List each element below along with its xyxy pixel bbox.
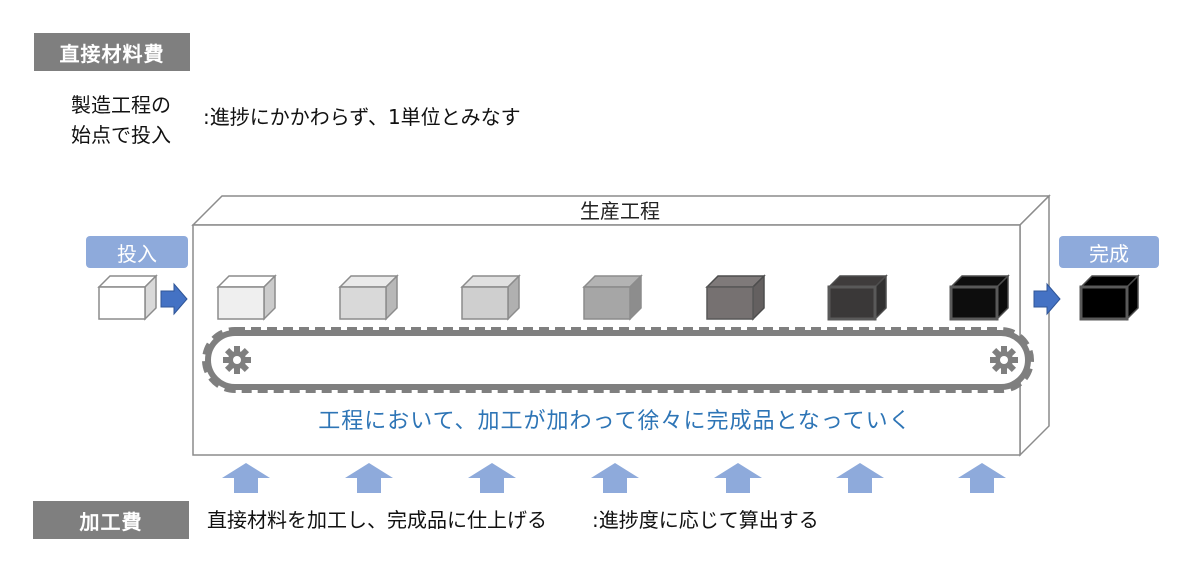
input-right-arrow-icon <box>160 282 188 316</box>
conversion-up-arrow-icon-7 <box>958 463 1006 493</box>
product-cube-stage-7 <box>827 274 888 321</box>
output-right-arrow-icon <box>1033 282 1061 316</box>
product-cube-stage-1 <box>97 274 158 321</box>
process-title: 生産工程 <box>580 199 660 223</box>
conversion-up-arrow-icon-4 <box>591 463 639 493</box>
product-cube-stage-2 <box>216 274 277 321</box>
product-cube-stage-3 <box>338 274 399 321</box>
conversion-cost-note: :進捗度に応じて算出する <box>592 508 819 532</box>
direct-material-timing-line2: 始点で投入 <box>71 123 171 147</box>
left-gear-icon <box>223 346 251 374</box>
conversion-up-arrow-icon-6 <box>836 463 884 493</box>
conversion-cost-description: 直接材料を加工し、完成品に仕上げる <box>207 508 547 532</box>
direct-material-timing-line1: 製造工程の <box>71 93 171 117</box>
conversion-up-arrow-icon-5 <box>714 463 762 493</box>
product-cube-stage-9 <box>1079 274 1140 321</box>
product-cube-stage-8 <box>949 274 1010 321</box>
direct-material-note: :進捗にかかわらず、1単位とみなす <box>203 105 521 129</box>
input-tag: 投入 <box>86 236 188 268</box>
process-box-side <box>1019 194 1050 457</box>
conversion-up-arrow-icon-3 <box>468 463 516 493</box>
right-gear-icon <box>990 346 1018 374</box>
product-cube-stage-5 <box>582 274 643 321</box>
product-cube-stage-6 <box>705 274 766 321</box>
process-caption: 工程において、加工が加わって徐々に完成品となっていく <box>318 409 912 434</box>
conversion-up-arrow-icon-2 <box>345 463 393 493</box>
conversion-cost-label: 加工費 <box>33 501 189 539</box>
product-cube-stage-4 <box>460 274 521 321</box>
completion-tag: 完成 <box>1059 236 1159 268</box>
conveyor-belt <box>202 327 1034 393</box>
conversion-up-arrow-icon-1 <box>222 463 270 493</box>
direct-material-label: 直接材料費 <box>34 33 190 71</box>
